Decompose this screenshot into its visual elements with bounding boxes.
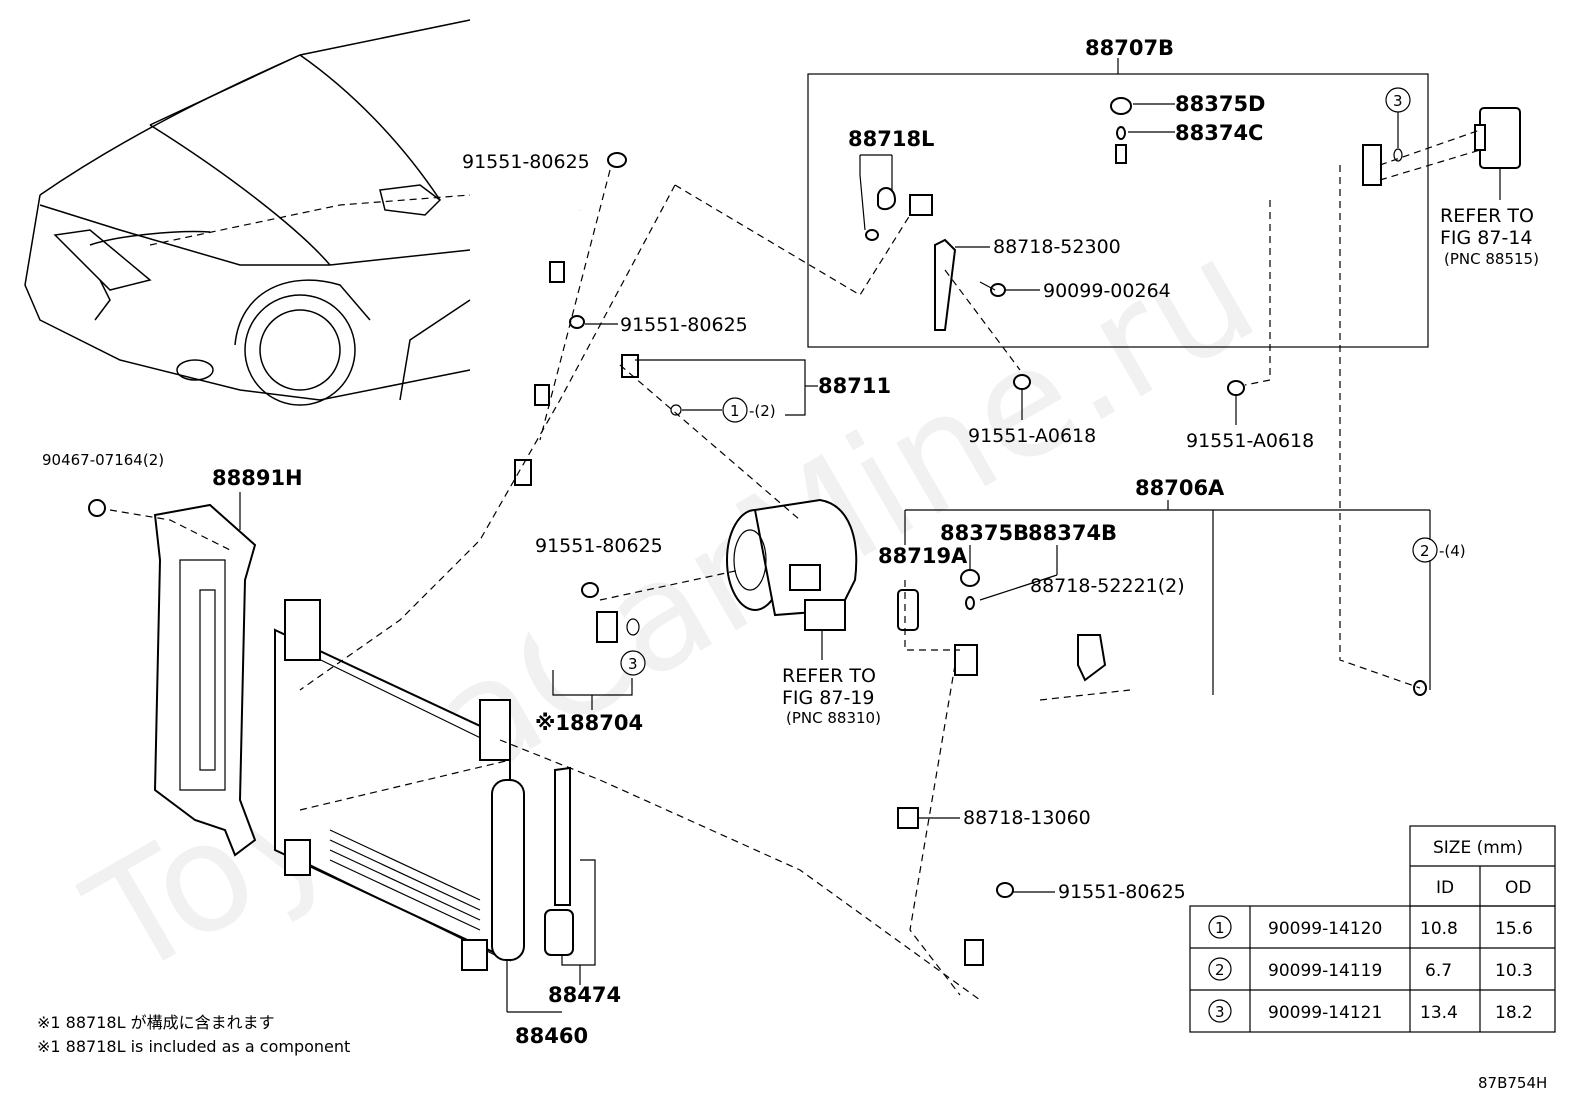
condenser-88460: 88460 [274, 599, 588, 1048]
note-english: ※1 88718L is included as a component [37, 1037, 350, 1056]
ref-compressor-3: (PNC 88310) [786, 709, 881, 727]
label-91551-A0618-left: 91551-A0618 [968, 425, 1096, 447]
ring-mark-3-top: 3 [1393, 92, 1403, 110]
label-91551-80625-d: 91551-80625 [1058, 881, 1186, 903]
label-88718-13060: 88718-13060 [963, 807, 1091, 829]
ring-mark-1: 1 [730, 402, 740, 420]
ring-mark-3-compressor: 3 [628, 655, 638, 673]
ref-compressor-2: FIG 87-19 [782, 687, 875, 709]
size-table-header: SIZE (mm) [1433, 838, 1523, 858]
label-88374C: 88374C [1175, 121, 1263, 145]
row-od: 18.2 [1495, 1003, 1533, 1023]
filter-88474: 88474 [544, 766, 621, 1007]
note-japanese: ※1 88718L が構成に含まれます [37, 1013, 275, 1032]
table-row: 2 90099-14119 6.7 10.3 [1208, 957, 1533, 981]
size-table-col-od: OD [1505, 878, 1531, 898]
label-88719A: 88719A [878, 544, 968, 568]
size-table: SIZE (mm) ID OD 1 90099-14120 10.8 15.6 … [1189, 825, 1556, 1033]
label-88718-52300: 88718-52300 [993, 236, 1121, 258]
label-90467-07164: 90467-07164(2) [42, 451, 164, 469]
expansion-valve: REFER TO FIG 87-14 (PNC 88515) [1440, 107, 1539, 268]
assembly-88707B: 88707B 88375D 88374C 88718L 88718-52300 … [807, 36, 1429, 348]
ref-compressor-1: REFER TO [782, 665, 876, 687]
label-88460: 88460 [515, 1024, 588, 1048]
figure-id: 87B754H [1478, 1074, 1547, 1092]
ref-expansion-1: REFER TO [1440, 205, 1534, 227]
row-id: 6.7 [1425, 961, 1452, 981]
bolt-91551-A0618-left: 91551-A0618 [968, 374, 1096, 447]
row-id: 13.4 [1420, 1003, 1458, 1023]
suction-hose-88711: 91551-80625 91551-80625 88711 1 -(2) [462, 151, 891, 423]
compressor: REFER TO FIG 87-19 (PNC 88310) [726, 498, 881, 727]
row-id: 10.8 [1420, 919, 1458, 939]
label-88375D: 88375D [1175, 92, 1266, 116]
label-91551-80625-b: 91551-80625 [620, 314, 748, 336]
size-table-col-id: ID [1436, 878, 1454, 898]
row-part-number: 90099-14119 [1268, 961, 1382, 981]
ring-mark-2: 2 [1420, 542, 1430, 560]
discharge-hose-88704: 91551-80625 3 ※188704 [514, 384, 663, 735]
label-91551-A0618-right: 91551-A0618 [1186, 430, 1314, 452]
row-part-number: 90099-14120 [1268, 919, 1382, 939]
ref-expansion-3: (PNC 88515) [1444, 250, 1539, 268]
vehicle-illustration [24, 19, 471, 406]
label-88718L: 88718L [848, 127, 934, 151]
label-88704: ※188704 [535, 711, 643, 735]
label-88374B: 88374B [1028, 521, 1117, 545]
row-part-number: 90099-14121 [1268, 1003, 1382, 1023]
assembly-88706A: 88706A 2 -(4) 88719A 88375B 88374B 88718… [878, 476, 1466, 966]
row-od: 15.6 [1495, 919, 1533, 939]
ref-expansion-2: FIG 87-14 [1440, 227, 1533, 249]
label-88891H: 88891H [212, 466, 303, 490]
label-88706A: 88706A [1135, 476, 1225, 500]
label-88707B: 88707B [1085, 36, 1174, 60]
label-88375B: 88375B [940, 521, 1029, 545]
seal-88891H: 90467-07164(2) 88891H [42, 451, 303, 857]
label-91551-80625-a: 91551-80625 [462, 151, 590, 173]
row-mark: 1 [1215, 919, 1225, 937]
row-mark: 3 [1215, 1003, 1225, 1021]
bolt-91551-A0618-right: 91551-A0618 [1186, 380, 1314, 452]
label-88474: 88474 [548, 983, 621, 1007]
connection-lines [109, 129, 1481, 1001]
label-88711: 88711 [818, 374, 891, 398]
label-88718-52221: 88718-52221(2) [1030, 575, 1185, 597]
label-90099-00264: 90099-00264 [1043, 280, 1171, 302]
label-88711-qty: -(2) [749, 402, 776, 420]
label-91551-80625-c: 91551-80625 [535, 535, 663, 557]
table-row: 3 90099-14121 13.4 18.2 [1208, 999, 1533, 1023]
row-od: 10.3 [1495, 961, 1533, 981]
table-row: 1 90099-14120 10.8 15.6 [1208, 915, 1533, 939]
row-mark: 2 [1215, 961, 1225, 979]
label-ring2-qty: -(4) [1439, 542, 1466, 560]
